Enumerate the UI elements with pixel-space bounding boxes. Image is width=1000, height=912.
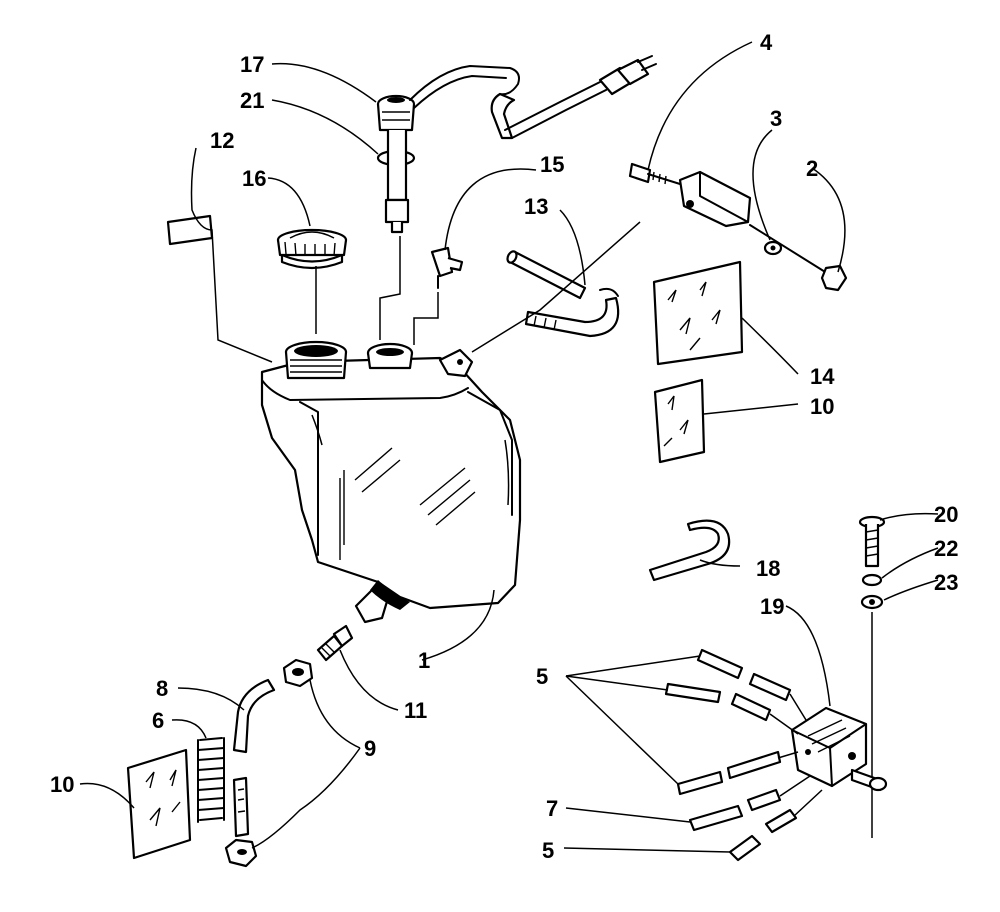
tank-cap bbox=[276, 228, 348, 270]
callout-20: 20 bbox=[934, 502, 958, 527]
callout-1: 1 bbox=[418, 648, 430, 673]
callout-15: 15 bbox=[540, 152, 564, 177]
callout-5-lower: 5 bbox=[542, 838, 554, 863]
callout-10-left: 10 bbox=[50, 772, 74, 797]
callout-14: 14 bbox=[810, 364, 835, 389]
leader-lines bbox=[79, 41, 939, 853]
callout-19: 19 bbox=[760, 594, 784, 619]
hose-spring bbox=[197, 737, 225, 823]
oil-hose bbox=[232, 678, 276, 838]
callout-9: 9 bbox=[364, 736, 376, 761]
mount-bracket bbox=[628, 162, 848, 292]
vent-fitting bbox=[430, 246, 464, 289]
callout-3: 3 bbox=[770, 106, 782, 131]
callout-21: 21 bbox=[240, 88, 264, 113]
filler-neck bbox=[284, 340, 348, 380]
callout-6: 6 bbox=[152, 708, 164, 733]
callout-8: 8 bbox=[156, 676, 168, 701]
callout-22: 22 bbox=[934, 536, 958, 561]
callout-18: 18 bbox=[756, 556, 780, 581]
callout-11: 11 bbox=[404, 698, 427, 723]
sender-port bbox=[366, 342, 414, 370]
sender-wire bbox=[409, 55, 657, 140]
callout-13: 13 bbox=[524, 194, 548, 219]
hose-nut-upper bbox=[282, 658, 314, 688]
oil-tank bbox=[260, 340, 522, 624]
callout-labels: 17 21 12 16 15 13 4 3 2 14 10 1 11 9 8 6… bbox=[50, 30, 958, 863]
decal-sheet-10-right bbox=[653, 378, 706, 464]
callout-4: 4 bbox=[760, 30, 773, 55]
callout-16: 16 bbox=[242, 166, 266, 191]
oil-pump bbox=[790, 706, 888, 792]
decal bbox=[166, 214, 214, 246]
outlet-fitting bbox=[316, 624, 354, 662]
callout-5-upper: 5 bbox=[536, 664, 548, 689]
level-sender bbox=[376, 94, 416, 234]
callout-12: 12 bbox=[210, 128, 234, 153]
hose-clamp bbox=[648, 519, 731, 582]
pump-hoses bbox=[664, 648, 823, 862]
mount-screw bbox=[858, 515, 886, 838]
callout-23: 23 bbox=[934, 570, 958, 595]
callout-10-right: 10 bbox=[810, 394, 834, 419]
hose-nut-lower bbox=[224, 838, 258, 868]
callout-2: 2 bbox=[806, 156, 818, 181]
callout-17: 17 bbox=[240, 52, 264, 77]
decal-sheet-14 bbox=[652, 260, 744, 366]
vent-hose bbox=[506, 250, 620, 338]
decal-sheet-10-left bbox=[126, 748, 192, 860]
callout-7: 7 bbox=[546, 796, 558, 821]
